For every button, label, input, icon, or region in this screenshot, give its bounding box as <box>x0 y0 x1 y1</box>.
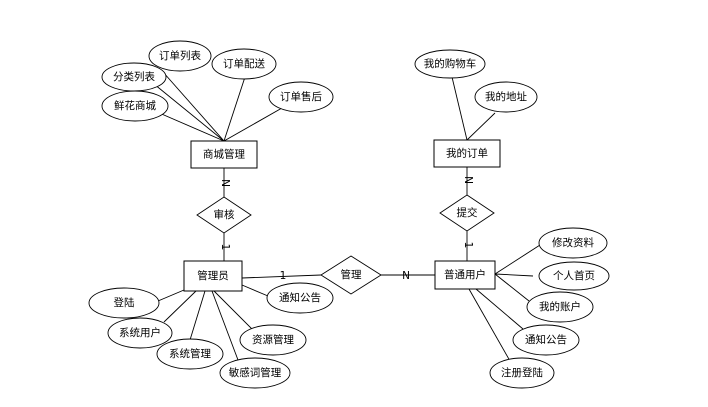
line-admin-resource-mgmt <box>213 290 256 333</box>
line-admin-sensitive-words <box>211 290 239 361</box>
attributes: 订单列表 分类列表 订单配送 鲜花商城 订单售后 我的购物车 我的地址 修改资 <box>88 40 610 389</box>
relationship-submit: 提交 <box>439 194 495 232</box>
line-order-address <box>466 112 496 141</box>
attribute-after-sales: 订单售后 <box>268 81 334 113</box>
attribute-register-login: 注册登陆 <box>489 357 555 389</box>
cardinality-review-admin: 1 <box>219 244 231 251</box>
attribute-user-notice: 通知公告 <box>512 324 580 356</box>
svg-text:普通用户: 普通用户 <box>444 268 486 281</box>
attribute-system-user: 系统用户 <box>107 317 173 349</box>
entities: 商城管理 我的订单 管理员 普通用户 <box>183 139 501 292</box>
svg-text:通知公告: 通知公告 <box>525 333 567 346</box>
entity-order: 我的订单 <box>433 139 501 168</box>
attribute-system-mgmt: 系统管理 <box>156 338 224 370</box>
entity-mall: 商城管理 <box>190 140 258 169</box>
cardinality-order-submit: N <box>462 176 474 184</box>
line-mall-order-delivery <box>223 76 246 142</box>
cardinality-labels: N 1 N 1 1 N <box>219 176 474 282</box>
cardinality-mall-review: N <box>219 179 231 187</box>
line-mall-flower-mall <box>156 111 225 142</box>
attribute-personal-home: 个人首页 <box>538 261 610 291</box>
cardinality-submit-user: 1 <box>462 242 474 249</box>
svg-text:个人首页: 个人首页 <box>553 269 595 282</box>
entity-admin: 管理员 <box>183 260 243 292</box>
svg-text:审核: 审核 <box>214 208 235 221</box>
line-user-register-login <box>468 288 511 362</box>
relationships: 审核 提交 管理 <box>196 194 495 295</box>
svg-text:系统管理: 系统管理 <box>169 347 211 360</box>
line-mall-category-list <box>153 83 225 142</box>
svg-text:通知公告: 通知公告 <box>279 291 321 304</box>
line-admin-system-mgmt <box>189 290 206 341</box>
svg-text:管理: 管理 <box>341 268 362 281</box>
svg-text:资源管理: 资源管理 <box>252 333 294 346</box>
cardinality-admin-manage: 1 <box>280 270 287 282</box>
cardinality-manage-user: N <box>402 270 410 282</box>
svg-text:系统用户: 系统用户 <box>119 326 161 339</box>
line-order-cart <box>451 76 468 141</box>
attribute-order-delivery: 订单配送 <box>211 48 277 80</box>
attribute-sensitive-words: 敏感词管理 <box>219 357 291 389</box>
line-mall-order-list <box>162 71 225 142</box>
connection-lines <box>153 71 541 362</box>
svg-text:我的购物车: 我的购物车 <box>424 57 477 70</box>
attribute-admin-login: 登陆 <box>88 287 160 319</box>
attribute-resource-mgmt: 资源管理 <box>239 324 307 356</box>
svg-text:我的订单: 我的订单 <box>446 147 488 160</box>
line-mall-after-sales <box>223 107 283 142</box>
attribute-my-account: 我的账户 <box>526 291 594 323</box>
entity-user: 普通用户 <box>434 260 496 290</box>
svg-text:修改资料: 修改资料 <box>552 236 594 249</box>
svg-text:分类列表: 分类列表 <box>113 70 155 83</box>
svg-text:注册登陆: 注册登陆 <box>501 366 543 379</box>
line-admin-system-user <box>163 290 197 323</box>
attribute-my-cart: 我的购物车 <box>414 49 486 79</box>
attribute-order-list: 订单列表 <box>148 40 212 72</box>
line-admin-notice <box>241 284 269 297</box>
svg-text:订单配送: 订单配送 <box>223 57 265 70</box>
svg-text:商城管理: 商城管理 <box>203 148 245 161</box>
svg-text:订单售后: 订单售后 <box>280 90 322 103</box>
relationship-review: 审核 <box>196 196 252 234</box>
attribute-edit-profile: 修改资料 <box>538 227 608 259</box>
attribute-category-list: 分类列表 <box>101 62 167 92</box>
svg-text:敏感词管理: 敏感词管理 <box>229 366 282 379</box>
relationship-manage: 管理 <box>320 255 382 295</box>
svg-text:鲜花商城: 鲜花商城 <box>114 99 156 112</box>
svg-text:我的地址: 我的地址 <box>485 90 527 103</box>
svg-text:管理员: 管理员 <box>197 269 229 282</box>
line-user-my-account <box>494 273 530 302</box>
line-user-edit-profile <box>494 244 541 275</box>
line-admin-login <box>157 289 185 302</box>
svg-text:提交: 提交 <box>457 206 478 219</box>
line-user-personal-home <box>494 273 534 277</box>
svg-text:我的账户: 我的账户 <box>539 300 581 313</box>
svg-text:订单列表: 订单列表 <box>159 49 201 62</box>
line-admin-manage <box>241 274 322 279</box>
attribute-admin-notice: 通知公告 <box>266 282 334 314</box>
line-user-notice <box>475 288 524 330</box>
attribute-my-address: 我的地址 <box>474 81 538 113</box>
svg-text:登陆: 登陆 <box>114 296 135 309</box>
attribute-flower-mall: 鲜花商城 <box>101 90 169 122</box>
